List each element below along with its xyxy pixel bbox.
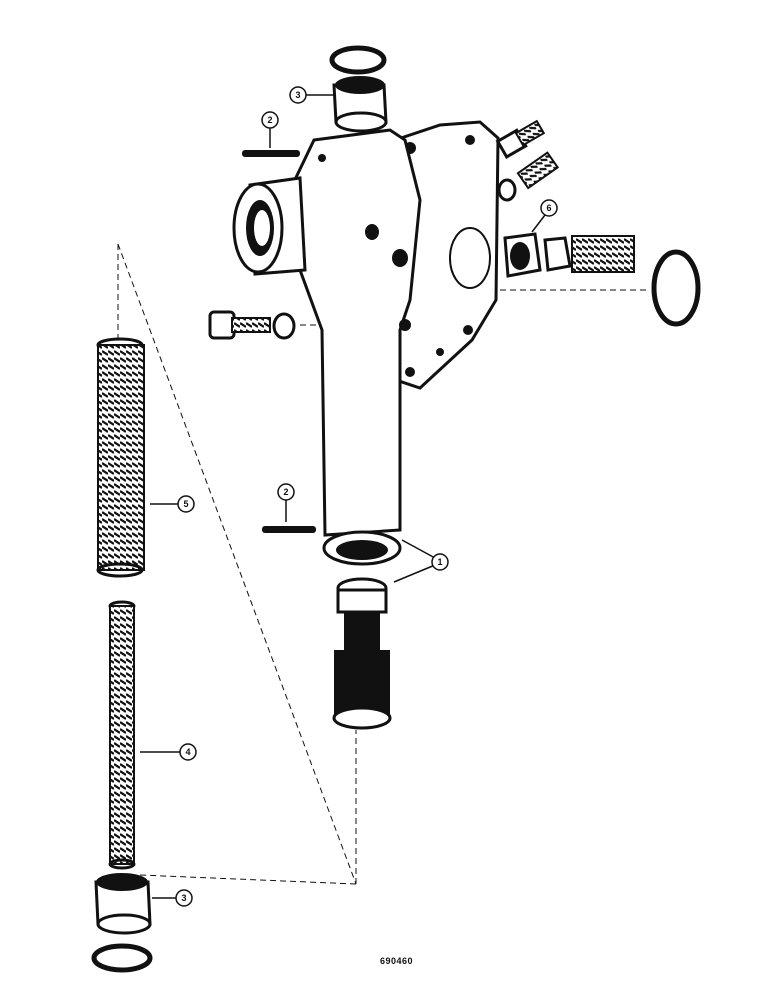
callout-4-label: 4 (185, 747, 190, 757)
top-plug-cap (329, 45, 388, 133)
leader-lines (140, 94, 546, 899)
inner-spring (108, 600, 136, 870)
callout-1-label: 1 (437, 557, 442, 567)
outer-spring (96, 337, 145, 578)
callout-2-top: 2 (261, 111, 279, 129)
callout-3-top-label: 3 (295, 90, 300, 100)
callout-6: 6 (540, 199, 558, 217)
bottom-plug-cap (91, 873, 153, 973)
spool-plunger (332, 577, 392, 730)
callout-3-top: 3 (289, 86, 307, 104)
callout-5-label: 5 (183, 499, 188, 509)
callout-5: 5 (177, 495, 195, 513)
callout-6-label: 6 (546, 203, 551, 213)
callout-2-lower: 2 (277, 483, 295, 501)
callout-3-bottom-label: 3 (181, 893, 186, 903)
callout-2-lower-label: 2 (283, 487, 288, 497)
callout-2-top-label: 2 (267, 115, 272, 125)
figure-code: 690460 (380, 956, 414, 966)
upper-right-fittings (495, 119, 560, 202)
relief-valve-parts (503, 232, 701, 327)
callout-4: 4 (179, 743, 197, 761)
callout-1: 1 (431, 553, 449, 571)
flange-bolt-left (208, 310, 296, 340)
roll-pins (242, 150, 316, 533)
callout-3-bottom: 3 (175, 889, 193, 907)
valve-housing (232, 120, 500, 566)
